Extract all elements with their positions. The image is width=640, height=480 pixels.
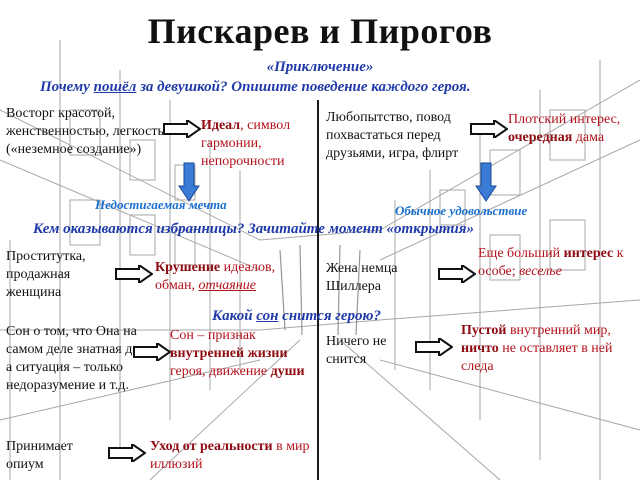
- left-row2-result: Крушение идеалов, обман, отчаяние: [155, 260, 276, 293]
- page-subtitle: «Приключение»: [266, 59, 374, 75]
- right-row2-text: Жена немца Шиллера: [326, 261, 398, 294]
- left-row1-summary: Недостигаемая мечта: [95, 197, 227, 212]
- right-row1-result: Плотский интерес, очередная дама: [508, 112, 621, 145]
- right-arrow-icon: [438, 265, 476, 283]
- left-row3-text: Сон о том, что Она на самом деле знатная…: [6, 324, 158, 393]
- right-row1-summary: Обычное удовольствие: [395, 203, 528, 218]
- right-arrow-icon: [470, 120, 508, 138]
- right-arrow-icon: [108, 444, 146, 462]
- left-row3-result: Сон – признак внутренней жизни героя, дв…: [170, 328, 305, 379]
- question-2: Кем оказываются избранницы? Зачитайте мо…: [33, 221, 474, 237]
- right-arrow-icon: [415, 338, 453, 356]
- left-row2-text: Проститутка, продажная женщина: [6, 249, 86, 300]
- page-title: Пискарев и Пирогов: [147, 11, 493, 51]
- question-1: Почему пошёл за девушкой? Опишите поведе…: [40, 79, 471, 95]
- right-row1-text: Любопытство, повод похвастаться перед др…: [326, 110, 459, 161]
- right-row2-result: Еще больший интерес к особе; веселье: [478, 246, 624, 279]
- right-row3-result: Пустой внутренний мир, ничто не оставляе…: [461, 323, 613, 374]
- down-arrow-icon: [178, 162, 200, 202]
- left-row4-result: Уход от реальности в мир иллюзий: [150, 439, 310, 472]
- right-row3-text: Ничего не снится: [326, 334, 387, 367]
- question-3: Какой сон снится герою?: [212, 308, 381, 324]
- left-row1-result: Идеал, символ гармонии, непорочности: [201, 118, 291, 169]
- down-arrow-icon: [475, 162, 497, 202]
- right-arrow-icon: [115, 265, 153, 283]
- right-arrow-icon: [163, 120, 201, 138]
- column-divider: [317, 100, 319, 480]
- right-arrow-icon: [133, 343, 171, 361]
- left-row4-text: Принимает опиум: [6, 439, 73, 472]
- left-row1-text: Восторг красотой, женственностью, легкос…: [6, 106, 175, 157]
